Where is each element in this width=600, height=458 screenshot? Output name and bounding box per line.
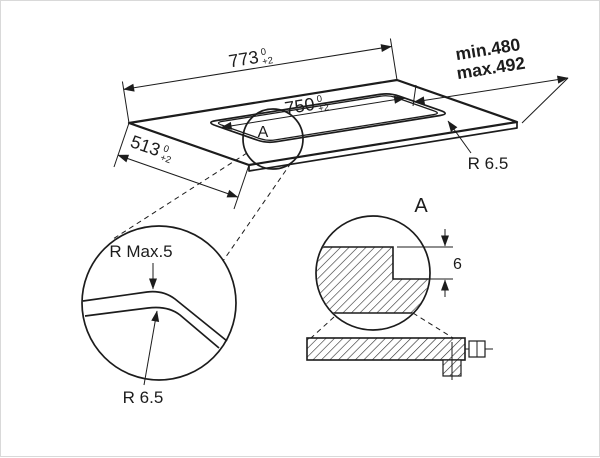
corner-radius-label: R 6.5 <box>468 154 509 173</box>
worktop-outline <box>127 78 519 167</box>
dim-513-ext-bottom <box>233 164 250 210</box>
edge-radius-max-label: R Max.5 <box>109 242 172 261</box>
dim-773-ext-left <box>121 81 130 124</box>
dim-513-value: 513 <box>128 131 163 160</box>
thickness-label: 6 <box>453 256 462 273</box>
section-profile <box>317 246 429 314</box>
section-dash-line-1 <box>310 316 335 339</box>
dim-513-tol-upper: 0 <box>162 143 171 155</box>
cutout-depth-ext-left <box>412 84 417 107</box>
corner-edge-inner-line <box>84 306 220 349</box>
detail-marker-label: A <box>258 124 269 141</box>
dim-513-tol-lower: +2 <box>159 152 173 166</box>
edge-radius-label: R 6.5 <box>123 388 164 407</box>
dim-750-tol-lower: +2 <box>317 102 329 115</box>
worktop-section-bar <box>306 337 466 361</box>
cutout-outer-outline <box>209 93 447 144</box>
dim-513-ext-top <box>113 122 130 168</box>
dim-773-value: 773 <box>227 47 260 72</box>
cutout-depth-ext-right <box>521 77 569 124</box>
section-profile-group <box>317 246 429 314</box>
dim-750-tol-upper: 0 <box>316 94 323 106</box>
dim-773-ext-right <box>389 38 398 81</box>
edge-radius-arrow <box>143 310 160 386</box>
dim-773-line <box>123 44 393 92</box>
dim-750-value: 750 <box>283 94 316 119</box>
zoom-dash-line-2 <box>222 162 292 262</box>
dim-750-label: 750 0 +2 <box>283 94 330 119</box>
dim-513-line <box>117 154 239 198</box>
section-dash-line-2 <box>412 312 454 339</box>
detail-section-title: A <box>414 195 428 217</box>
corner-radius-leader <box>447 120 472 154</box>
dim-750-line <box>220 95 406 130</box>
cutout-depth-dim-line <box>413 75 569 105</box>
detail-section-circle <box>315 215 431 331</box>
corner-edge-outer-line <box>82 290 228 342</box>
dim-773-label: 773 0 +2 <box>227 47 274 72</box>
dim-773-tol-upper: 0 <box>260 47 267 59</box>
detail-corner-circle <box>81 225 237 381</box>
dim-773-tol-lower: +2 <box>261 55 273 68</box>
cutout-depth-label: min.480 max.492 <box>454 34 527 83</box>
zoom-dash-line-1 <box>112 152 248 240</box>
detail-marker-circle <box>242 108 304 170</box>
worktop-front-edge <box>248 122 518 172</box>
